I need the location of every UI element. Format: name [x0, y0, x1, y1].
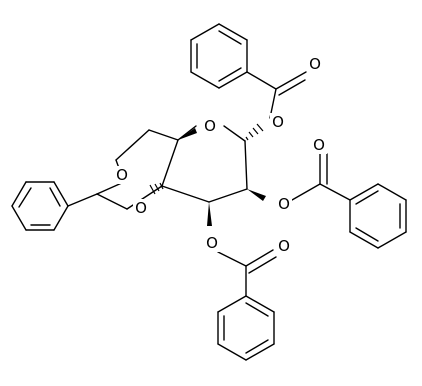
- benzylidene-phenyl-ring: [11, 181, 69, 231]
- hashed-bond-c4: [149, 182, 164, 195]
- ester3-single-oxygen-label: O: [206, 234, 218, 252]
- wedge-bond-c3: [207, 202, 212, 226]
- ester1-single-oxygen-label: O: [272, 113, 284, 131]
- hashed-bond-c1: [245, 123, 264, 141]
- pyranose-ring-bonds: [161, 125, 248, 203]
- stereo-bonds: [149, 123, 266, 226]
- dioxane-ring-bonds: [67, 129, 179, 210]
- dioxane-oxygen-bottom-label: O: [135, 199, 147, 217]
- ester1-carbonyl-oxygen-label: O: [309, 55, 321, 73]
- wedge-bond-c2: [247, 189, 266, 201]
- ring-oxygen-label: O: [204, 117, 216, 135]
- atom-labels: O O O O O O O O O: [114, 55, 327, 255]
- dioxane-oxygen-top-label: O: [116, 166, 128, 184]
- ester3-carbonyl-oxygen-label: O: [278, 237, 290, 255]
- ester-3: [217, 249, 277, 361]
- ester2-single-oxygen-label: O: [278, 195, 290, 213]
- ester-2: [291, 153, 407, 249]
- wedge-bond-c5: [178, 128, 197, 140]
- ester-1: [190, 23, 307, 119]
- ester2-carbonyl-oxygen-label: O: [313, 136, 325, 154]
